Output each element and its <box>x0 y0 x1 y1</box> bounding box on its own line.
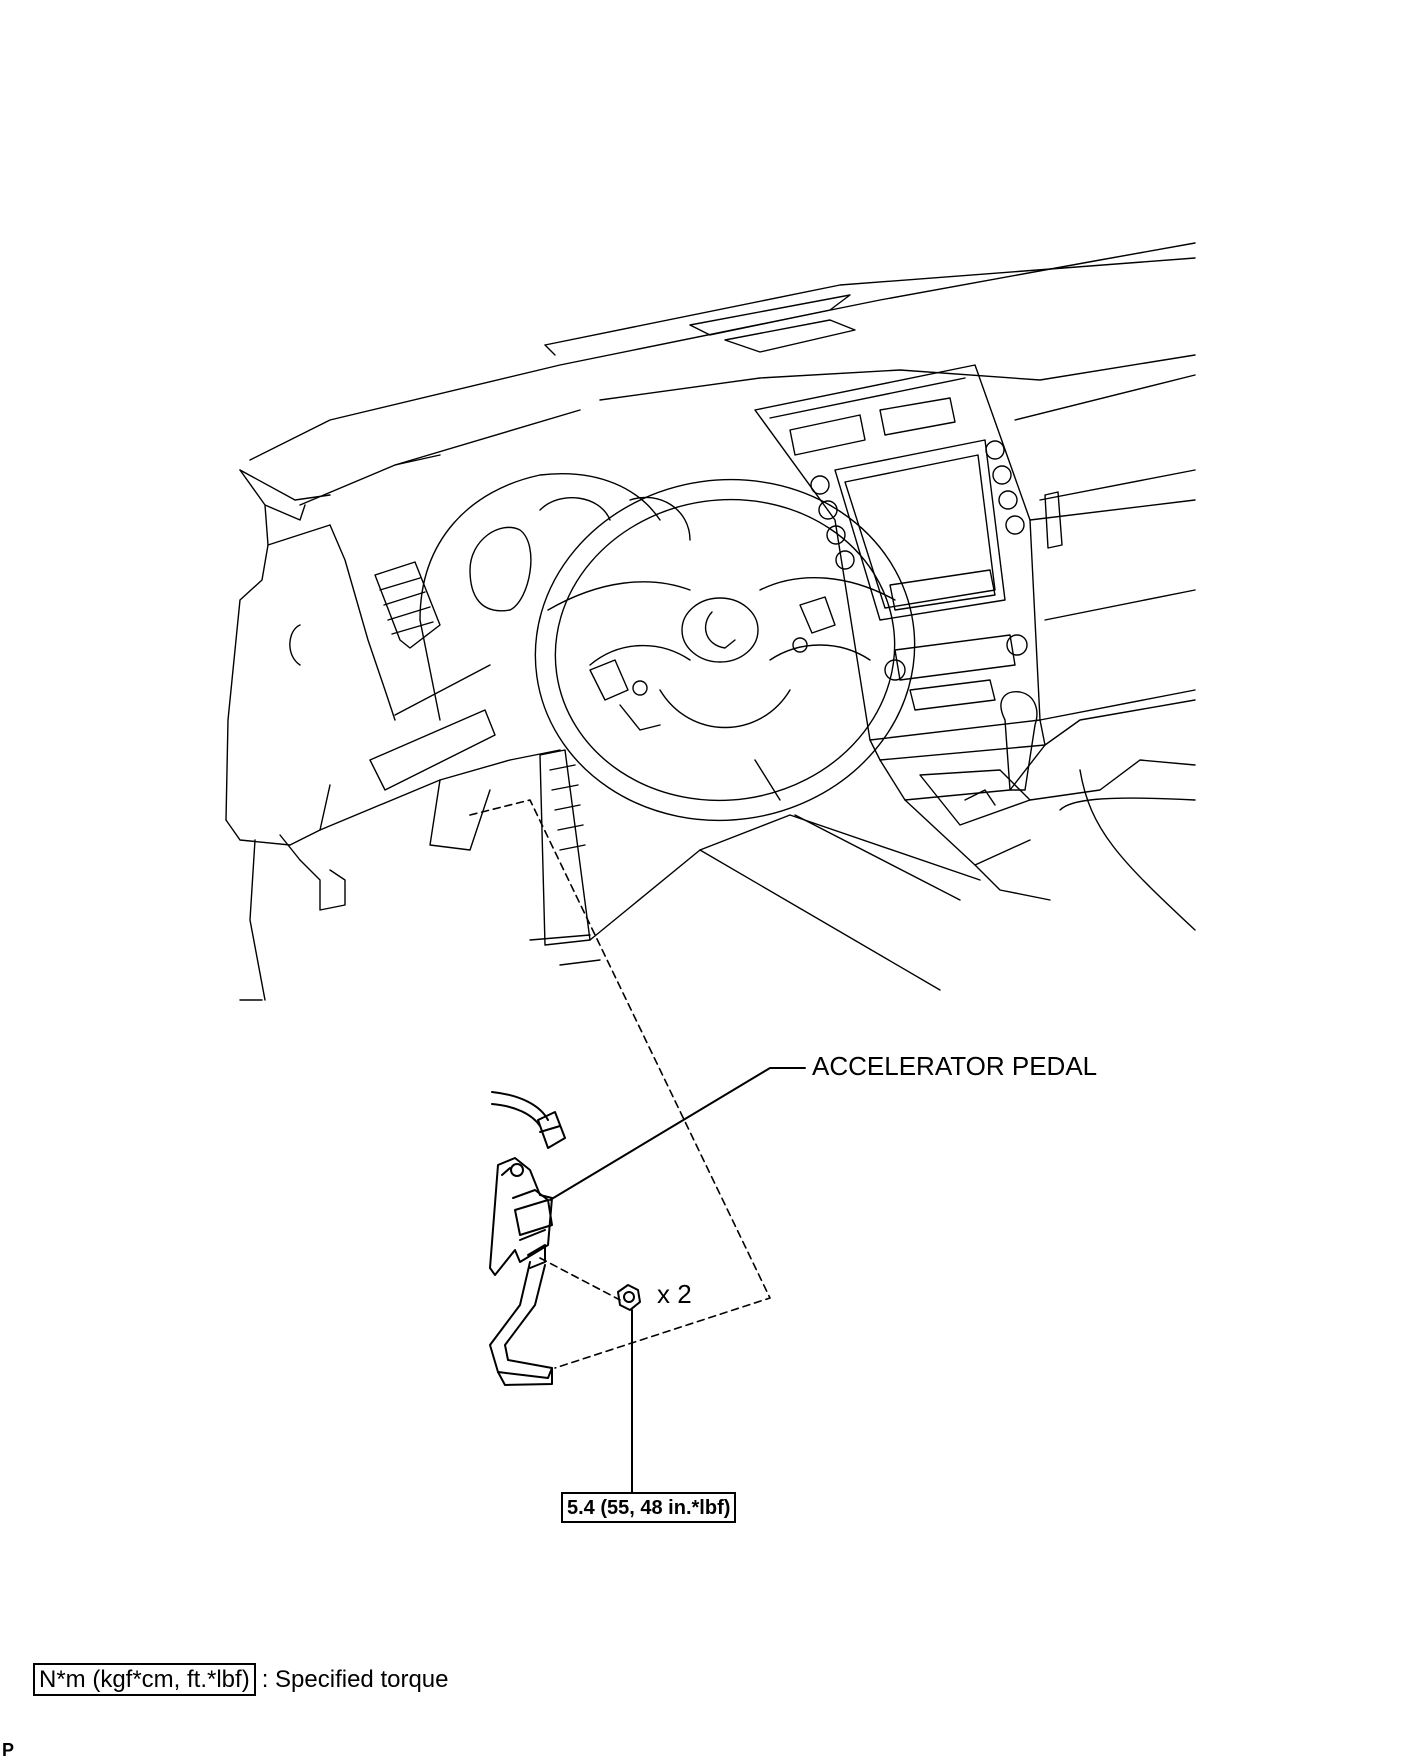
accelerator-pedal-label: ACCELERATOR PEDAL <box>812 1051 1098 1081</box>
nut-icon <box>539 1257 641 1494</box>
accelerator-pedal-illustration <box>489 1091 566 1386</box>
dash-top-outline <box>239 242 1196 506</box>
page-mark: P <box>2 1740 15 1760</box>
left-vent <box>319 561 511 831</box>
dash-left-panel <box>225 469 396 1001</box>
legend-description: : Specified torque <box>261 1665 449 1693</box>
nut-quantity-label: x 2 <box>657 1279 692 1309</box>
torque-legend: N*m (kgf*cm, ft.*lbf) : Specified torque <box>33 1663 449 1696</box>
dash-right-side <box>1014 374 1196 721</box>
torque-spec-box: 5.4 (55, 48 in.*lbf) <box>561 1492 737 1523</box>
lower-dash-pedals <box>279 749 981 991</box>
steering-wheel-illustration <box>534 478 916 822</box>
pedal-leader-line <box>549 1067 806 1201</box>
center-console <box>879 691 1196 931</box>
locator-dashed-line <box>469 799 771 1369</box>
legend-unit-box: N*m (kgf*cm, ft.*lbf) <box>33 1663 256 1696</box>
instrument-cluster <box>419 473 691 721</box>
